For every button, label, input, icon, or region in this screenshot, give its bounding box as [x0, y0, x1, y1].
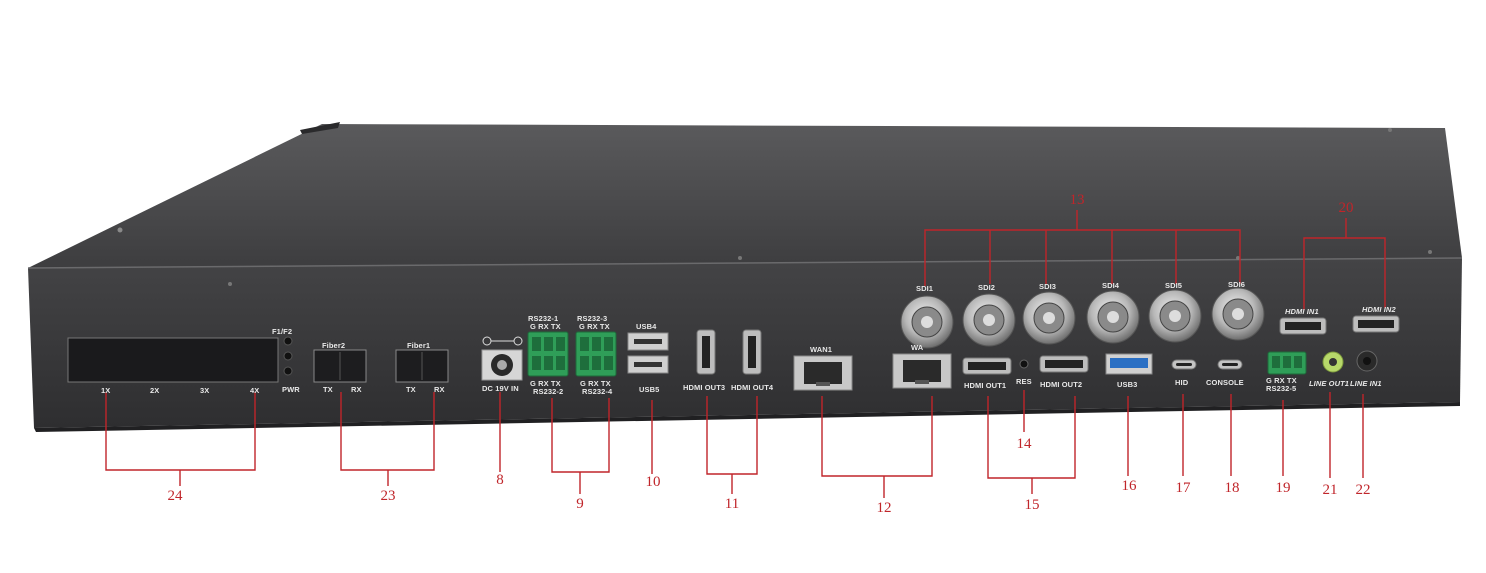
callout-16: 16	[1121, 478, 1137, 494]
callout-15: 15	[1024, 497, 1040, 513]
chassis-top	[28, 124, 1462, 268]
led-f1	[283, 336, 293, 346]
led-f2	[283, 351, 293, 361]
label-line-out1: LINE OUT1	[1309, 379, 1350, 388]
label-hdmi-in2: HDMI IN2	[1362, 305, 1396, 314]
callout-22: 22	[1355, 482, 1371, 498]
label-hdmi-out1: HDMI OUT1	[964, 381, 1007, 390]
callout-24: 24	[167, 488, 183, 504]
callout-18: 18	[1224, 480, 1240, 496]
label-res: RES	[1016, 377, 1032, 386]
label-rs232-1-pins: G RX TX	[530, 322, 561, 331]
label-fiber2-rx: RX	[351, 385, 362, 394]
sdi-connectors	[900, 287, 1265, 349]
callout-8: 8	[496, 472, 504, 488]
label-sdi3: SDI3	[1039, 282, 1057, 291]
callout-14: 14	[1016, 436, 1032, 452]
label-2x: 2X	[150, 386, 160, 395]
label-4x: 4X	[250, 386, 260, 395]
label-console: CONSOLE	[1206, 378, 1244, 387]
expansion-bay	[67, 337, 279, 383]
label-fiber2: Fiber2	[322, 341, 346, 350]
callout-23: 23	[380, 488, 396, 504]
label-1x: 1X	[101, 386, 111, 395]
callout-21: 21	[1322, 482, 1338, 498]
label-pwr: PWR	[282, 385, 300, 394]
label-hdmi-in1: HDMI IN1	[1285, 307, 1319, 316]
label-fiber2-tx: TX	[323, 385, 333, 394]
reset-button	[1019, 359, 1029, 369]
label-fiber1: Fiber1	[407, 341, 431, 350]
label-usb3: USB3	[1117, 380, 1138, 389]
led-pwr	[283, 366, 293, 376]
label-hid: HID	[1175, 378, 1189, 387]
label-sdi4: SDI4	[1102, 281, 1120, 290]
callout-9: 9	[576, 496, 584, 512]
callout-19: 19	[1275, 480, 1291, 496]
label-f1f2: F1/F2	[272, 327, 293, 336]
label-rs232-3-pins: G RX TX	[579, 322, 610, 331]
label-wan2: WA	[911, 343, 924, 352]
callout-20: 20	[1338, 200, 1354, 216]
callout-10: 10	[645, 474, 661, 490]
label-rs232-2-pins: G RX TX	[530, 379, 561, 388]
label-rs232-3: RS232-3	[577, 314, 608, 323]
label-fiber1-rx: RX	[434, 385, 445, 394]
label-sdi6: SDI6	[1228, 280, 1246, 289]
label-rs232-5: RS232-5	[1266, 384, 1297, 393]
callout-leader-lines	[105, 210, 1386, 498]
label-rs232-5-pins: G RX TX	[1266, 376, 1297, 385]
label-hdmi-out4: HDMI OUT4	[731, 383, 774, 392]
label-usb4: USB4	[636, 322, 657, 331]
label-hdmi-out2: HDMI OUT2	[1040, 380, 1083, 389]
label-3x: 3X	[200, 386, 210, 395]
label-rs232-4: RS232-4	[582, 387, 613, 396]
label-sdi1: SDI1	[916, 284, 934, 293]
label-wan1: WAN1	[810, 345, 833, 354]
label-rs232-2: RS232-2	[533, 387, 564, 396]
label-sdi2: SDI2	[978, 283, 996, 292]
callout-13: 13	[1069, 192, 1085, 208]
callout-11: 11	[724, 496, 740, 512]
label-line-in1: LINE IN1	[1350, 379, 1382, 388]
label-rs232-1: RS232-1	[528, 314, 559, 323]
label-fiber1-tx: TX	[406, 385, 416, 394]
label-usb5: USB5	[639, 385, 660, 394]
label-rs232-4-pins: G RX TX	[580, 379, 611, 388]
callout-12: 12	[876, 500, 892, 516]
label-sdi5: SDI5	[1165, 281, 1183, 290]
label-hdmi-out3: HDMI OUT3	[683, 383, 726, 392]
callout-17: 17	[1175, 480, 1191, 496]
label-dc-in: DC 19V IN	[482, 384, 519, 393]
